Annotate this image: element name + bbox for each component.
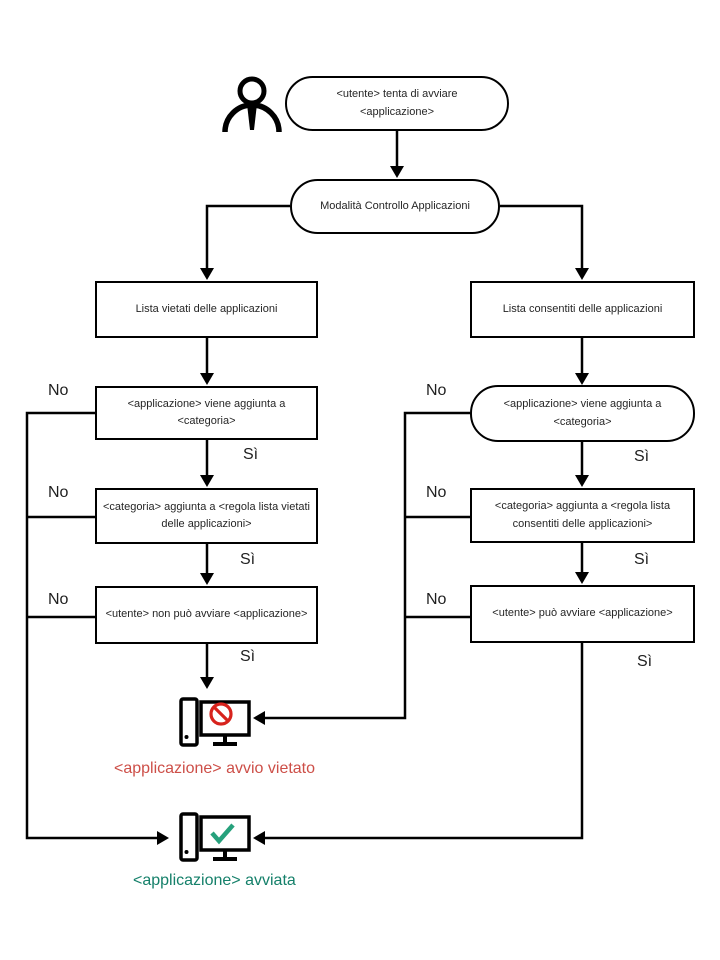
node-deny-category-rule-label: <categoria> aggiunta a <regola lista vie… — [102, 500, 310, 530]
node-allowlist: Lista consentiti delle applicazioni — [470, 281, 695, 338]
arrowhead — [390, 166, 404, 178]
node-deny-user-label: <utente> non può avviare <applicazione> — [105, 608, 308, 621]
node-denylist: Lista vietati delle applicazioni — [95, 281, 318, 338]
node-allowlist-label: Lista consentiti delle applicazioni — [502, 302, 663, 315]
arrowhead — [200, 268, 214, 280]
connector-mode-denylist — [205, 204, 290, 270]
label-yes-deny-2: Sì — [240, 551, 256, 568]
allowed-result-caption: <applicazione> avviata — [133, 872, 296, 889]
node-allow-app-added-label: <applicazione> viene aggiunta a <categor… — [503, 398, 662, 428]
node-allow-category-rule: <categoria> aggiunta a <regola lista con… — [470, 488, 695, 543]
label-no-deny-3: No — [48, 591, 69, 608]
node-mode: Modalità Controllo Applicazioni — [290, 179, 500, 234]
node-allow-user-label: <utente> può avviare <applicazione> — [492, 607, 673, 620]
arrowhead — [575, 373, 589, 385]
node-deny-user: <utente> non può avviare <applicazione> — [95, 586, 318, 644]
trunk-no-right — [263, 411, 470, 720]
label-no-deny-2: No — [48, 484, 69, 501]
arrowhead — [200, 475, 214, 487]
label-yes-allow-3: Sì — [637, 653, 653, 670]
node-deny-category-rule: <categoria> aggiunta a <regola lista vie… — [95, 488, 318, 544]
node-start-label: <utente> tenta di avviare <applicazione> — [336, 88, 458, 118]
label-no-allow-1: No — [426, 382, 447, 399]
connector-mode-allowlist — [500, 204, 584, 270]
blocked-computer-icon — [179, 697, 251, 747]
label-yes-allow-2: Sì — [634, 551, 650, 568]
node-allow-category-rule-label: <categoria> aggiunta a <regola lista con… — [494, 500, 671, 530]
user-icon — [222, 76, 282, 133]
label-yes-deny-1: Sì — [243, 446, 259, 463]
arrowhead — [575, 268, 589, 280]
node-denylist-label: Lista vietati delle applicazioni — [135, 302, 278, 315]
label-no-allow-3: No — [426, 591, 447, 608]
label-no-allow-2: No — [426, 484, 447, 501]
label-yes-allow-1: Sì — [634, 448, 650, 465]
denied-result-caption: <applicazione> avvio vietato — [114, 760, 316, 777]
node-deny-app-added-label: <applicazione> viene aggiunta a <categor… — [127, 397, 286, 427]
node-allow-user: <utente> può avviare <applicazione> — [470, 585, 695, 643]
prohibition-slash — [213, 706, 229, 722]
arrowhead — [200, 373, 214, 385]
node-start: <utente> tenta di avviare <applicazione> — [285, 76, 509, 131]
arrowhead — [575, 572, 589, 584]
label-yes-deny-3: Sì — [240, 648, 256, 665]
label-no-deny-1: No — [48, 382, 69, 399]
node-deny-app-added: <applicazione> viene aggiunta a <categor… — [95, 386, 318, 440]
connector-allowuser-allowed — [263, 643, 584, 840]
arrowhead — [200, 677, 214, 689]
arrowhead — [253, 831, 265, 845]
checkmark-icon — [210, 823, 235, 845]
arrowhead — [157, 831, 169, 845]
allowed-computer-icon — [179, 812, 251, 862]
arrowhead — [200, 573, 214, 585]
arrowhead — [253, 711, 265, 725]
trunk-no-left — [25, 411, 159, 840]
node-allow-app-added: <applicazione> viene aggiunta a <categor… — [470, 385, 695, 442]
arrowhead — [575, 475, 589, 487]
node-mode-label: Modalità Controllo Applicazioni — [320, 199, 470, 212]
